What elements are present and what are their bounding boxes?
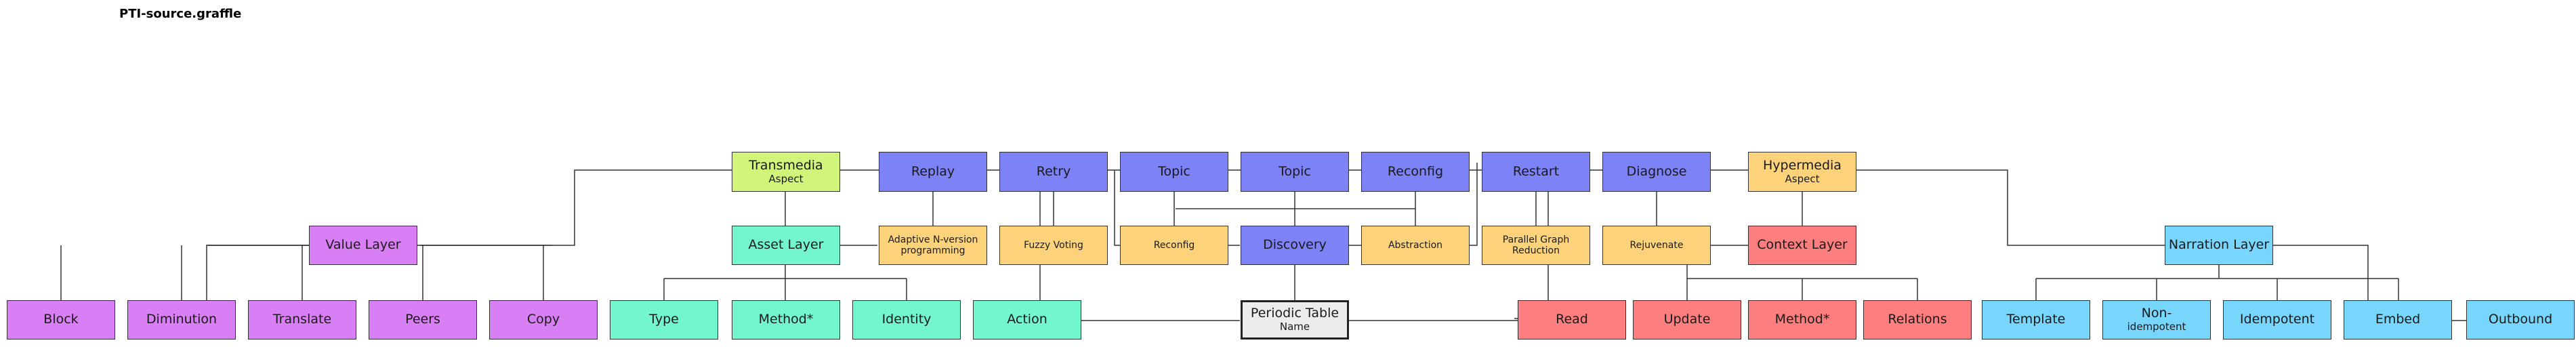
node-translate: Translate (248, 300, 356, 340)
node-label: Block (43, 312, 79, 327)
node-label: Transmedia (749, 157, 823, 173)
node-value-layer: Value Layer (309, 226, 417, 265)
node-method-asset: Method* (732, 300, 840, 340)
node-label: Copy (526, 312, 560, 327)
node-restart: Restart (1482, 152, 1590, 192)
node-label: Asset Layer (748, 237, 824, 253)
node-label: Embed (2375, 312, 2421, 327)
node-label: Hypermedia (1763, 157, 1842, 173)
node-label: Diagnose (1626, 163, 1687, 179)
node-sublabel: idempotent (2127, 321, 2186, 333)
node-label: Template (2006, 312, 2066, 327)
connector (420, 169, 732, 246)
node-label: Type (649, 312, 679, 327)
node-template: Template (1982, 300, 2090, 340)
node-sublabel: Aspect (768, 172, 804, 185)
node-label: Read (1556, 312, 1588, 327)
connector (2273, 245, 2369, 300)
node-update: Update (1633, 300, 1741, 340)
node-label: Reconfig (1153, 239, 1195, 251)
node-discovery: Discovery (1241, 226, 1349, 265)
node-action: Action (973, 300, 1081, 340)
node-topic-1: Topic (1120, 152, 1228, 192)
node-replay: Replay (879, 152, 987, 192)
node-label: Fuzzy Voting (1024, 239, 1083, 251)
node-label: Method* (758, 312, 814, 327)
node-context-layer: Context Layer (1748, 226, 1856, 265)
node-sublabel: programming (900, 245, 965, 256)
node-label: Identity (881, 312, 932, 327)
node-label: Relations (1888, 312, 1947, 327)
node-embed: Embed (2344, 300, 2452, 340)
node-label: Non- (2141, 306, 2172, 321)
node-label: Abstraction (1388, 239, 1443, 251)
node-read: Read (1518, 300, 1626, 340)
node-topic-2: Topic (1241, 152, 1349, 192)
node-label: Action (1007, 312, 1047, 327)
connector (1856, 169, 2165, 246)
node-narration-layer: Narration Layer (2165, 226, 2273, 265)
node-label: Peers (405, 312, 440, 327)
node-label: Topic (1279, 163, 1311, 179)
node-label: Method* (1774, 312, 1830, 327)
node-label: Outbound (2488, 312, 2553, 327)
node-label: Reconfig (1387, 163, 1444, 179)
node-label: Discovery (1263, 237, 1327, 253)
node-non-idempotent: Non-idempotent (2102, 300, 2211, 340)
node-sublabel: Reduction (1512, 245, 1560, 256)
node-diagnose: Diagnose (1602, 152, 1711, 192)
node-label: Value Layer (325, 237, 401, 253)
node-identity: Identity (852, 300, 961, 340)
node-asset-layer: Asset Layer (732, 226, 840, 265)
node-diminution: Diminution (127, 300, 236, 340)
node-block: Block (7, 300, 115, 340)
node-copy: Copy (489, 300, 598, 340)
diagram-title: PTI-source.graffle (119, 7, 242, 21)
node-abstraction: Abstraction (1361, 226, 1470, 265)
node-label: Idempotent (2239, 312, 2315, 327)
node-outbound: Outbound (2466, 300, 2575, 340)
node-sublabel: Name (1279, 321, 1310, 333)
node-fuzzy-voting: Fuzzy Voting (999, 226, 1108, 265)
node-rejuvenate: Rejuvenate (1602, 226, 1711, 265)
node-method-context: Method* (1748, 300, 1856, 340)
node-label: Diminution (146, 312, 217, 327)
node-label: Parallel Graph (1502, 234, 1570, 245)
node-label: Periodic Table (1250, 306, 1339, 321)
node-sublabel: Aspect (1785, 172, 1820, 185)
node-type: Type (610, 300, 718, 340)
node-retry: Retry (999, 152, 1108, 192)
node-peers: Peers (369, 300, 477, 340)
node-label: Replay (911, 163, 955, 179)
node-label: Narration Layer (2168, 237, 2270, 253)
node-idempotent: Idempotent (2223, 300, 2331, 340)
node-label: Update (1663, 312, 1711, 327)
node-label: Rejuvenate (1629, 239, 1684, 251)
node-reconfig-mid: Reconfig (1120, 226, 1228, 265)
node-label: Translate (272, 312, 332, 327)
node-reconfig-top: Reconfig (1361, 152, 1470, 192)
node-label: Adaptive N-version (888, 234, 978, 245)
node-label: Retry (1036, 163, 1071, 179)
node-label: Topic (1158, 163, 1190, 179)
node-label: Restart (1512, 163, 1560, 179)
node-label: Context Layer (1757, 237, 1848, 253)
node-relations: Relations (1863, 300, 1972, 340)
